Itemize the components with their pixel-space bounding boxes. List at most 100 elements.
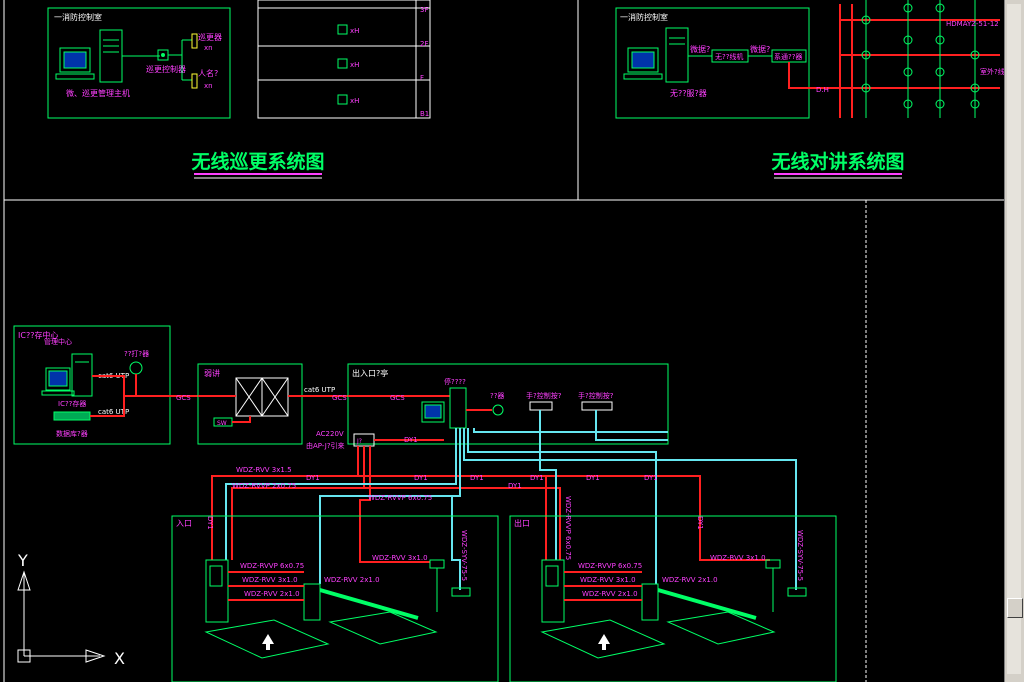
entry-label: 入口 xyxy=(176,519,192,528)
floor-label-4: B1 xyxy=(420,110,429,118)
entry-rvvp675-label: WDZ-RVVP 6x0.75 xyxy=(240,562,304,570)
server-label: 停???? xyxy=(444,377,466,386)
entry-rvv310-label: WDZ-RVV 3x1.0 xyxy=(242,576,298,584)
intercom-riser xyxy=(839,4,1000,118)
patrol-point-icon xyxy=(191,33,198,49)
dy1-label-a: DY1 xyxy=(306,474,320,482)
entry-syv-label: WDZ-SYV-75-5 xyxy=(460,530,468,581)
intercom-pc-icon xyxy=(623,27,689,83)
cable-rvvp275-label: WDZ-RVVP 2x0.75 xyxy=(232,482,296,490)
exit-rvvp675-label: WDZ-RVVP 6x0.75 xyxy=(578,562,642,570)
parking-diagram: IC??存中心 管理中心 ??打?器 cat6 UTP IC??存器 cat6 … xyxy=(13,325,837,682)
intercom-cable-label: HDMAYZ-51-12 xyxy=(946,20,999,28)
intercom-room-label: 一消防控制室 xyxy=(620,12,668,22)
floor-item-1: xH xyxy=(350,27,359,35)
scrollbar-thumb[interactable] xyxy=(1007,598,1023,618)
handheld1-icon xyxy=(529,401,553,411)
exit-rvvp-vert: WDZ-RVVP 6x0.75 xyxy=(564,496,572,560)
exit-rvv310b-label: WDZ-RVV 3x1.0 xyxy=(710,554,766,562)
weak-room-label: 弱讲 xyxy=(204,368,220,378)
gcs1-label: GCS xyxy=(176,394,191,402)
exit-rvv310-label: WDZ-RVV 3x1.0 xyxy=(580,576,636,584)
pc-icon xyxy=(55,29,123,83)
entry-rvv310b-label: WDZ-RVV 3x1.0 xyxy=(372,554,428,562)
dy1-label-b: DY1 xyxy=(414,474,428,482)
dy1-label-c: DY1 xyxy=(470,474,484,482)
entry-dy1-vert: DY1 xyxy=(206,516,214,530)
gcs3-label: GCS xyxy=(390,394,405,402)
sw-label: SW xyxy=(217,420,227,427)
intercom-label-top1: 微据? xyxy=(690,44,710,54)
floor-item-2: xH xyxy=(350,61,359,69)
axis-y-label: Y xyxy=(17,551,28,570)
entry-exit-box-label: 出入口?亭 xyxy=(352,368,388,378)
dy1-label-top: DY1 xyxy=(404,436,418,444)
dy1-label-e: DY1 xyxy=(586,474,600,482)
intercom-dh-label: D.H xyxy=(816,86,829,94)
intercom-box1: 无??线机 xyxy=(715,52,743,61)
dy1-label-g: DY1 xyxy=(508,482,522,490)
exit-rvv210b-label: WDZ-RVV 2x1.0 xyxy=(662,576,718,584)
junction-label: J? xyxy=(356,438,362,445)
reader-icon xyxy=(53,411,91,421)
title-wireless-intercom: 无线对讲系统图 xyxy=(771,150,904,173)
handheld1-label: 手?控制按? xyxy=(526,391,562,400)
patrol-point-label: 巡更器 xyxy=(198,32,222,42)
entry-equipment xyxy=(204,559,471,659)
bottom-left-label: 数据库?器 xyxy=(56,429,88,438)
scrollbar-track[interactable] xyxy=(1007,4,1021,674)
exit-syv-label: WDZ-SYV-75-5 xyxy=(796,530,804,581)
entry-rvv210b-label: WDZ-RVV 2x1.0 xyxy=(324,576,380,584)
device-a-icon xyxy=(129,361,143,375)
patrol-point-count: xn xyxy=(204,44,213,52)
cable2-label: cat6 UTP xyxy=(98,408,129,416)
booth-camera-icon xyxy=(492,404,504,416)
patrol-diagram: 一消防控制室 微、巡更管理主机 巡更控制器 巡更器 xn 人名? xn 3F xyxy=(47,0,431,119)
camera-label: ??器 xyxy=(490,392,504,400)
person-count: xn xyxy=(204,82,213,90)
center-sub-label: 管理中心 xyxy=(44,337,72,346)
gcs2-label: GCS xyxy=(332,394,347,402)
intercom-host-label: 无??服?器 xyxy=(670,89,707,98)
handheld2-icon xyxy=(581,401,613,411)
handheld2-label: 手?控制按? xyxy=(578,391,614,400)
person-label: 人名? xyxy=(198,68,218,78)
device-a-label: ??打?器 xyxy=(124,349,149,358)
patrol-room-label: 一消防控制室 xyxy=(54,12,102,22)
exit-rvv210-label: WDZ-RVV 2x1.0 xyxy=(582,590,638,598)
entry-rvv210-label: WDZ-RVV 2x1.0 xyxy=(244,590,300,598)
center-pc-icon xyxy=(41,353,93,397)
red-power-cables xyxy=(211,446,770,563)
intercom-box2: 系通??器 xyxy=(774,52,802,61)
floor-label-1: 3F xyxy=(420,6,428,14)
ucs-axis-icon xyxy=(17,570,106,663)
title-wireless-patrol: 无线巡更系统图 xyxy=(191,150,324,173)
frame-lines xyxy=(3,0,1004,682)
ac-label-2: 由AP-J?引来 xyxy=(306,441,345,450)
cable-rvv315-label: WDZ-RVV 3x1.5 xyxy=(236,466,292,474)
intercom-site-label: 室外?线 xyxy=(980,67,1004,76)
center-box-label: IC??存中心 xyxy=(18,330,58,340)
floor-label-2: 2F xyxy=(420,40,428,48)
exit-dy1-vert: DY1 xyxy=(696,516,704,530)
floor-table xyxy=(257,0,431,119)
person-icon xyxy=(191,73,198,89)
floor-item-3: xH xyxy=(350,97,359,105)
dy1-label-f: DY1 xyxy=(644,474,658,482)
dy1-label-d: DY1 xyxy=(530,474,544,482)
cyan-signal-cables xyxy=(225,410,797,590)
booth-pc-icon xyxy=(421,387,467,429)
intercom-diagram: 一消防控制室 无??服?器 微据? 无??线机 微据? 系通??器 D.H xyxy=(615,0,1004,119)
cable-rvvp675-label: WDZ-RVVP 6x0.75 xyxy=(368,494,432,502)
reader-label: IC??存器 xyxy=(58,399,86,408)
floor-label-3: F xyxy=(420,74,424,82)
patrol-host-label: 微、巡更管理主机 xyxy=(66,88,130,98)
intercom-label-top2: 微据? xyxy=(750,44,770,54)
exit-equipment xyxy=(540,559,807,659)
axis-x-label: X xyxy=(114,649,125,668)
ac-label-1: AC220V xyxy=(316,430,344,438)
cat6-mid-label: cat6 UTP xyxy=(304,386,335,394)
vertical-scrollbar[interactable] xyxy=(1004,0,1024,682)
patrol-controller-label: 巡更控制器 xyxy=(146,64,186,74)
